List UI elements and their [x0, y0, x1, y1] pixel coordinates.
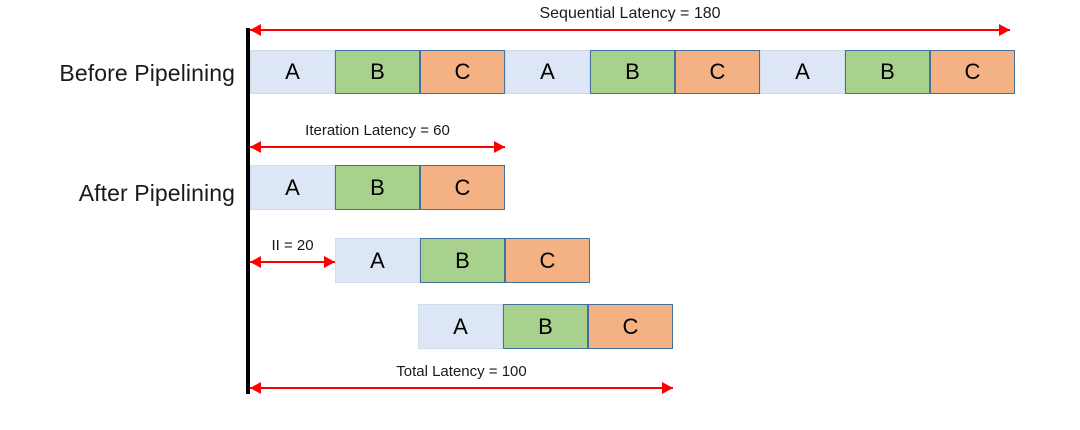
- arrow-head-right-icon: [999, 24, 1010, 36]
- after-row2-stage-b: B: [420, 238, 505, 283]
- after-row1-stage-a: A: [250, 165, 335, 210]
- after-row1-stage-c: C: [420, 165, 505, 210]
- after-row2-stage-a: A: [335, 238, 420, 283]
- initiation-interval-caption: II = 20: [271, 237, 314, 254]
- total-latency-caption: Total Latency = 100: [396, 363, 527, 380]
- row-label-after-pipelining: After Pipelining: [78, 180, 235, 206]
- before-row-stage-b-1: B: [335, 50, 420, 94]
- sequential-latency-arrow: [250, 22, 1010, 38]
- arrow-head-left-icon: [250, 24, 261, 36]
- arrow-head-right-icon: [662, 382, 673, 394]
- after-row3-stage-c: C: [588, 304, 673, 349]
- before-row-stage-a-2: A: [505, 50, 590, 94]
- row-label-before-pipelining: Before Pipelining: [59, 60, 235, 86]
- arrow-head-left-icon: [250, 382, 261, 394]
- iteration-latency-caption: Iteration Latency = 60: [305, 122, 450, 139]
- initiation-interval-arrow: [250, 254, 335, 270]
- before-row-stage-a-3: A: [760, 50, 845, 94]
- sequential-latency-caption: Sequential Latency = 180: [539, 5, 721, 22]
- arrow-line: [250, 29, 1010, 31]
- after-row3-stage-a: A: [418, 304, 503, 349]
- arrow-line: [250, 146, 505, 148]
- iteration-latency-arrow: [250, 139, 505, 155]
- arrow-head-left-icon: [250, 256, 261, 268]
- before-row-stage-b-2: B: [590, 50, 675, 94]
- arrow-line: [250, 261, 335, 263]
- before-row-stage-c-3: C: [930, 50, 1015, 94]
- before-row-stage-b-3: B: [845, 50, 930, 94]
- before-row-stage-c-2: C: [675, 50, 760, 94]
- after-row3-stage-b: B: [503, 304, 588, 349]
- total-latency-arrow: [250, 380, 673, 396]
- arrow-head-right-icon: [494, 141, 505, 153]
- before-row-stage-a-1: A: [250, 50, 335, 94]
- arrow-line: [250, 387, 673, 389]
- arrow-head-left-icon: [250, 141, 261, 153]
- after-row1-stage-b: B: [335, 165, 420, 210]
- after-row2-stage-c: C: [505, 238, 590, 283]
- arrow-head-right-icon: [324, 256, 335, 268]
- before-row-stage-c-1: C: [420, 50, 505, 94]
- time-axis-vertical-line: [246, 28, 250, 394]
